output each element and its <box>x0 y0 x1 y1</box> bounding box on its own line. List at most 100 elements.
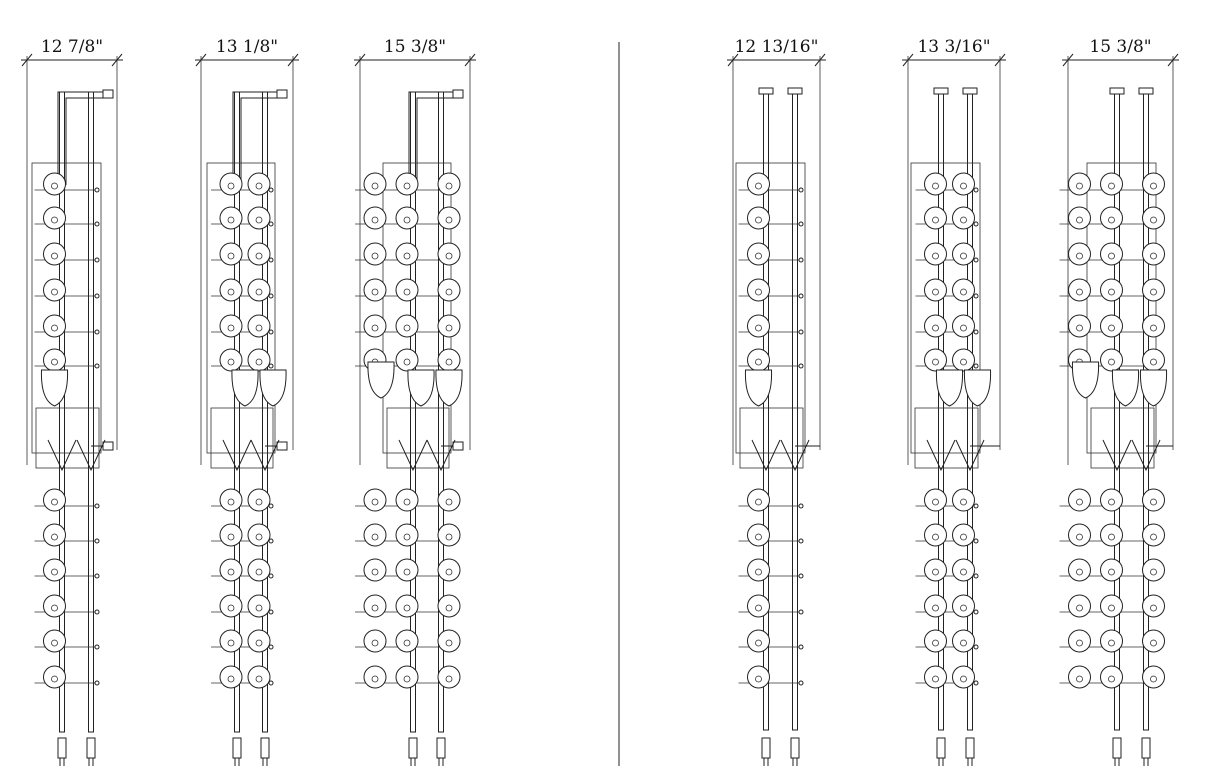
bottle-lower-2-2-punt <box>1108 533 1115 541</box>
post-foot <box>57 737 67 759</box>
dimension-label: 15 3/8" <box>1089 37 1151 57</box>
glass-clip <box>1102 439 1132 472</box>
bottle-upper-1-1 <box>219 172 243 196</box>
cradle-peg <box>973 680 979 686</box>
cradle-peg <box>798 644 804 650</box>
rack-left_group-3: 15 3/8" <box>354 37 476 766</box>
bottle-lower-2-3-punt <box>445 533 453 541</box>
wine-glass <box>407 369 435 407</box>
bottle-upper-5-2 <box>952 314 975 338</box>
bottle-upper-4-2-punt <box>1108 288 1115 296</box>
cradle-peg <box>798 329 804 335</box>
post-foot <box>790 737 800 759</box>
cradle-peg <box>268 538 274 544</box>
bottle-lower-6-1 <box>219 665 243 689</box>
bottle-upper-2-2 <box>952 206 975 230</box>
bottle-upper-5-2-punt <box>403 324 411 332</box>
bottle-lower-5-1-punt <box>227 639 235 647</box>
dimension-label: 13 3/16" <box>917 37 990 57</box>
bottle-lower-4-1-punt <box>755 604 762 612</box>
bottle-upper-5-2 <box>395 314 419 338</box>
glass-rack-frame <box>739 407 804 469</box>
bottle-lower-1-2 <box>952 488 975 512</box>
bottle-upper-6-2-punt <box>960 358 967 366</box>
cradle-peg <box>268 221 274 227</box>
bottle-upper-4-2-punt <box>403 288 411 296</box>
wine-glass <box>435 369 463 407</box>
bottle-lower-4-1 <box>219 594 243 618</box>
cradle-peg <box>798 293 804 299</box>
bottle-upper-4-1 <box>747 278 770 302</box>
bottle-lower-6-2-punt <box>255 675 263 683</box>
bottle-upper-5-1 <box>1068 314 1091 338</box>
cradle-peg <box>94 363 100 369</box>
glass-clip <box>955 439 985 472</box>
bottle-upper-2-3 <box>437 206 461 230</box>
bottle-upper-5-2 <box>1100 314 1123 338</box>
wall-anchor <box>276 89 288 99</box>
ceiling-mount-cap <box>787 87 803 95</box>
bottle-lower-6-1-punt <box>932 675 939 683</box>
bottle-upper-3-2-punt <box>1108 252 1115 260</box>
bottle-lower-5-3-punt <box>445 639 453 647</box>
wall-anchor <box>452 441 464 451</box>
bottle-upper-2-2 <box>1100 206 1123 230</box>
bottle-lower-2-1 <box>363 523 387 547</box>
wine-glass <box>40 369 69 407</box>
post-foot <box>260 737 270 759</box>
bottle-upper-2-1 <box>1068 206 1091 230</box>
bottle-upper-1-1 <box>363 172 387 196</box>
post-foot <box>408 737 418 759</box>
cradle-peg <box>798 363 804 369</box>
wall-anchor <box>276 441 288 451</box>
bottle-upper-4-2 <box>395 278 419 302</box>
bottle-lower-5-2-punt <box>960 639 967 647</box>
bottle-upper-1-2 <box>952 172 975 196</box>
cradle-peg <box>798 187 804 193</box>
bottle-upper-1-2-punt <box>1108 182 1115 190</box>
bottle-lower-4-2-punt <box>403 604 411 612</box>
bottle-lower-2-1 <box>1068 523 1091 547</box>
dimension-label: 13 1/8" <box>216 37 278 57</box>
bottle-lower-6-2 <box>952 665 975 689</box>
wine-glass <box>367 361 395 399</box>
bottle-upper-1-2-punt <box>960 182 967 190</box>
bottle-lower-6-2 <box>247 665 271 689</box>
cradle-peg <box>94 609 100 615</box>
cradle-peg <box>94 257 100 263</box>
back-panel <box>910 162 981 454</box>
racks-layer: 12 7/8" 13 1/8" 15 3/8" 12 13/16" 13 3/16" 15… <box>21 37 1179 766</box>
bottle-upper-4-2-punt <box>960 288 967 296</box>
cradle-peg <box>973 363 979 369</box>
bottle-upper-6-2 <box>247 348 271 372</box>
rack-left_group-2: 13 1/8" <box>195 37 299 766</box>
bottle-lower-3-1 <box>43 558 66 582</box>
bottle-upper-5-1 <box>924 314 947 338</box>
wine-glass <box>1111 369 1140 407</box>
cradle-peg <box>973 293 979 299</box>
cradle-peg <box>94 573 100 579</box>
bottle-lower-4-1 <box>43 594 66 618</box>
bottle-lower-3-1 <box>1068 558 1091 582</box>
cradle-peg <box>94 680 100 686</box>
bottle-lower-4-1-punt <box>932 604 939 612</box>
bottle-lower-2-2-punt <box>403 533 411 541</box>
glass-rack-frame <box>210 407 274 469</box>
bottle-upper-6-2 <box>952 348 975 372</box>
bottle-lower-2-2 <box>247 523 271 547</box>
bottle-upper-3-1 <box>219 242 243 266</box>
cradle-peg <box>973 329 979 335</box>
bottle-upper-1-2 <box>395 172 419 196</box>
bottle-lower-4-3 <box>437 594 461 618</box>
dimension-label: 12 13/16" <box>735 37 819 57</box>
bottle-upper-2-3-punt <box>1150 216 1157 224</box>
cradle-peg <box>268 187 274 193</box>
cradle-peg <box>94 293 100 299</box>
bottle-upper-2-1-punt <box>227 216 235 224</box>
rack-right_group-3: 15 3/8" <box>1059 37 1179 766</box>
dimension-label: 12 7/8" <box>41 37 103 57</box>
ceiling-mount-cap <box>1138 87 1154 95</box>
support-post <box>792 89 798 731</box>
glass-clip <box>222 439 252 472</box>
bottle-lower-3-1-punt <box>1076 568 1083 576</box>
